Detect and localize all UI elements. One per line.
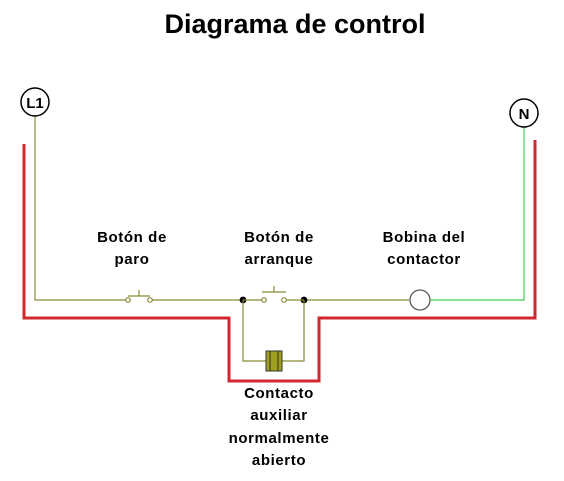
highlight-outline (22, 140, 537, 383)
svg-text:Bobina del: Bobina del (383, 229, 466, 246)
hot-wire-left (34, 144, 126, 301)
aux-contact-label: Contacto auxiliar normalmente abierto (229, 385, 330, 469)
start-button-label: Botón de arranque (244, 229, 314, 268)
svg-text:Contacto: Contacto (244, 385, 314, 402)
svg-text:abierto: abierto (252, 452, 306, 469)
stop-button-symbol (125, 290, 153, 303)
start-button-symbol (239, 286, 308, 304)
l1-terminal-label: L1 (26, 95, 44, 112)
svg-text:Botón de: Botón de (97, 229, 167, 246)
n-terminal (509, 98, 539, 128)
coil-symbol (409, 289, 431, 311)
svg-text:paro: paro (115, 251, 150, 268)
n-terminal-label: N (519, 106, 530, 123)
coil-label: Bobina del contactor (383, 229, 466, 268)
svg-text:auxiliar: auxiliar (250, 407, 307, 424)
aux-contact-symbol (265, 350, 283, 372)
aux-branch-right (282, 300, 305, 362)
svg-text:arranque: arranque (245, 251, 314, 268)
neutral-wire (430, 152, 525, 301)
l1-terminal (20, 87, 50, 117)
svg-text:Botón de: Botón de (244, 229, 314, 246)
diagram-title: Diagrama de control (164, 9, 425, 39)
svg-text:contactor: contactor (387, 251, 461, 268)
stop-button-label: Botón de paro (97, 229, 167, 268)
svg-text:normalmente: normalmente (229, 430, 330, 447)
aux-branch-left (242, 300, 266, 362)
